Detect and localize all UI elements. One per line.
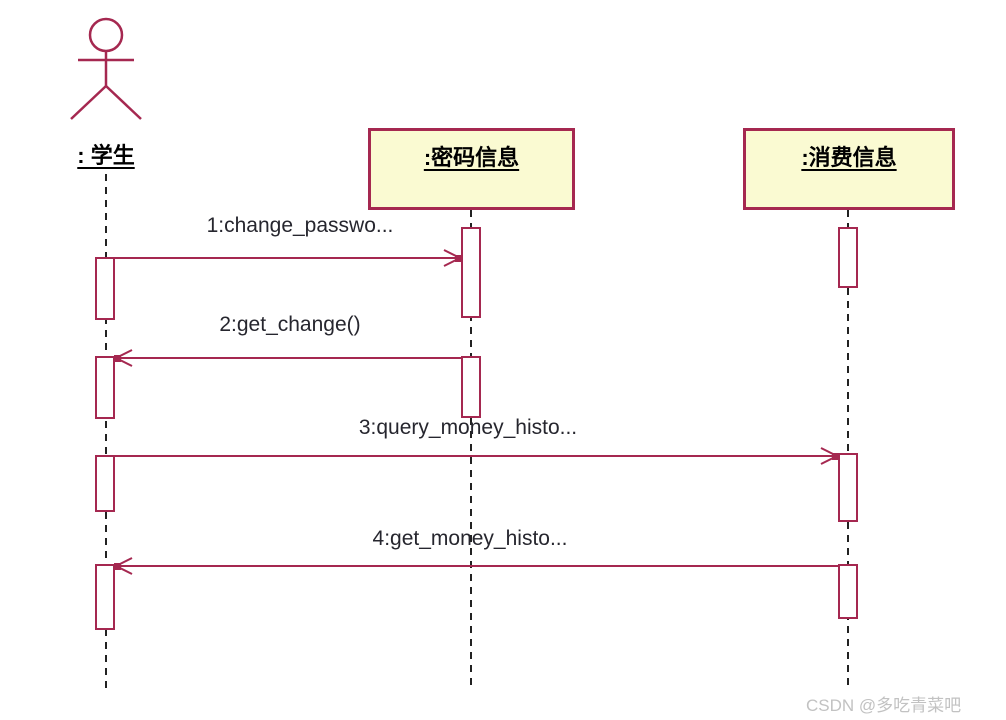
- object-box-password-info: :密码信息: [368, 128, 575, 210]
- actor-label: : 学生: [77, 143, 135, 168]
- actor-figure-icon: [70, 17, 142, 120]
- message-3-label: 3:query_money_histo...: [358, 416, 578, 439]
- activation-bar-password-2: [461, 356, 481, 418]
- object-label-password-info: :密码信息: [423, 145, 520, 170]
- activation-bar-student-4: [95, 564, 115, 630]
- lifeline-password-info: [470, 210, 472, 687]
- object-box-consume-info: :消费信息: [743, 128, 955, 210]
- activation-bar-student-2: [95, 356, 115, 419]
- activation-bar-consume-1: [838, 227, 858, 288]
- message-4-label: 4:get_money_histo...: [372, 527, 568, 550]
- message-4-arrow: [113, 557, 840, 575]
- message-2-label: 2:get_change(): [219, 313, 361, 336]
- message-3-arrow: [113, 447, 840, 465]
- message-1-label: 1:change_passwo...: [206, 214, 394, 237]
- activation-bar-consume-3: [838, 564, 858, 619]
- lifeline-student: [105, 174, 107, 690]
- activation-bar-password-1: [461, 227, 481, 318]
- message-1-arrow: [113, 249, 463, 267]
- activation-bar-student-1: [95, 257, 115, 320]
- object-label-consume-info: :消费信息: [801, 145, 897, 170]
- activation-bar-student-3: [95, 455, 115, 512]
- watermark: CSDN @多吃青菜吧: [806, 696, 962, 715]
- message-2-arrow: [113, 349, 463, 367]
- activation-bar-consume-2: [838, 453, 858, 522]
- lifeline-consume-info: [847, 210, 849, 688]
